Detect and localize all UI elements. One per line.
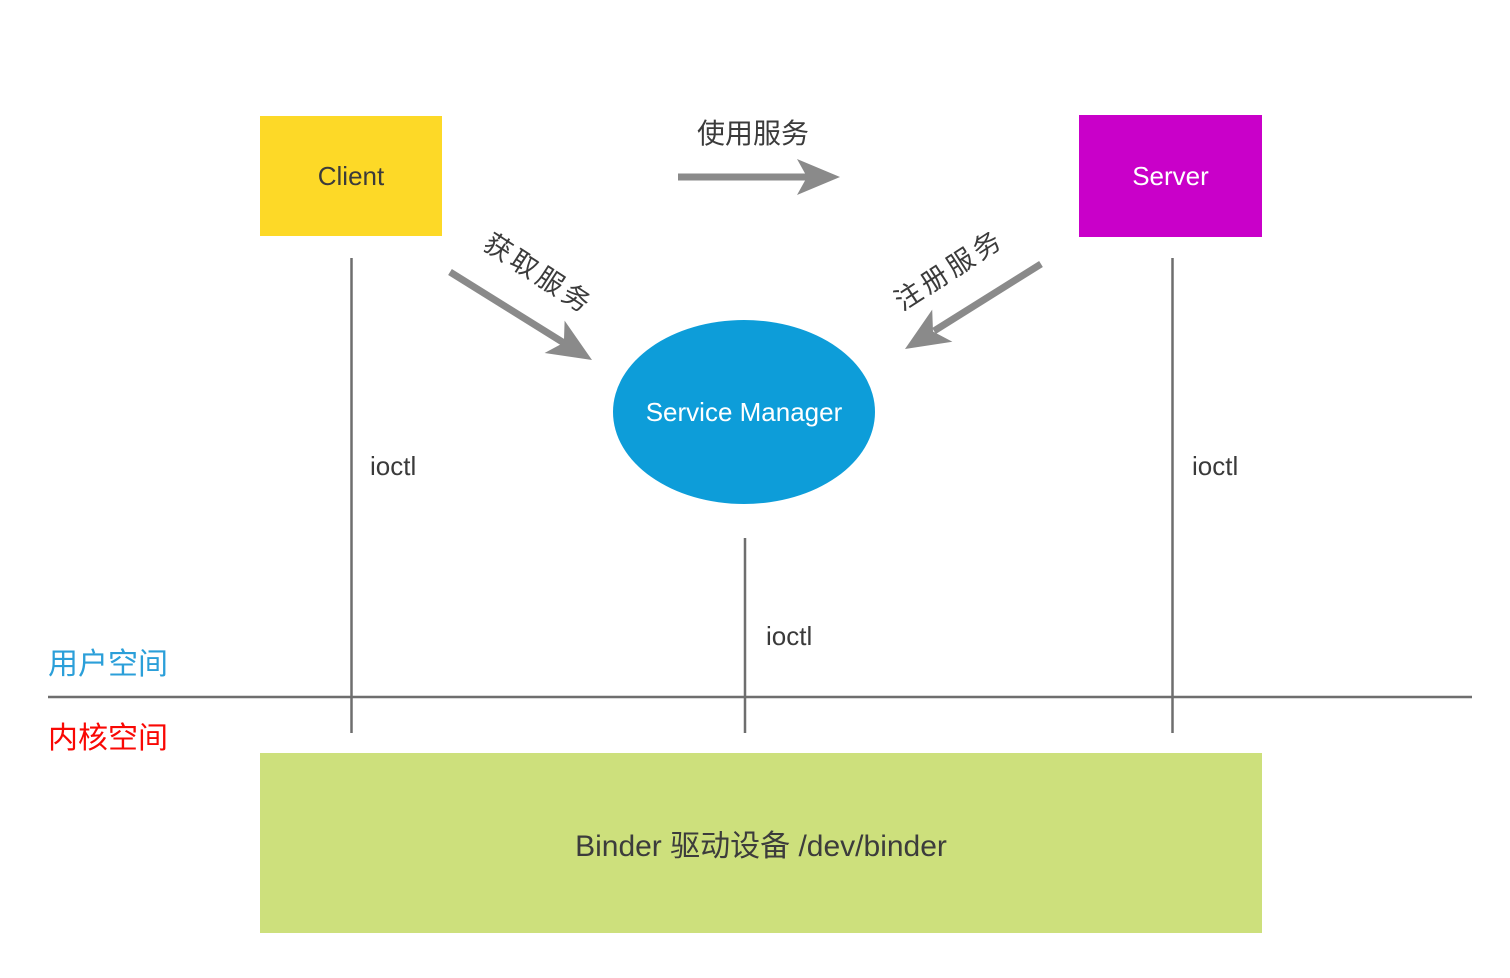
client-ioctl-label: ioctl [370,451,417,481]
server-node: Server [1079,115,1262,237]
binder-driver-node: Binder 驱动设备 /dev/binder [260,753,1262,933]
client-label: Client [317,160,385,191]
service-manager-label: Service Manager [645,396,843,427]
service-manager-ioctl-label: ioctl [766,621,813,651]
service-manager-node: Service Manager [613,320,875,504]
register-service-arrow-label: 注册服务 [889,223,1010,317]
client-node: Client [260,116,442,236]
user-space-label: 用户空间 [48,648,168,681]
kernel-space-label: 内核空间 [48,722,168,755]
binder-driver-label: Binder 驱动设备 /dev/binder [575,830,947,863]
use-service-arrow [678,159,840,195]
server-ioctl-label: ioctl [1192,451,1239,481]
get-service-arrow-label: 获取服务 [478,227,599,321]
use-service-arrow-label: 使用服务 [696,118,809,149]
server-label: Server [1132,160,1209,191]
